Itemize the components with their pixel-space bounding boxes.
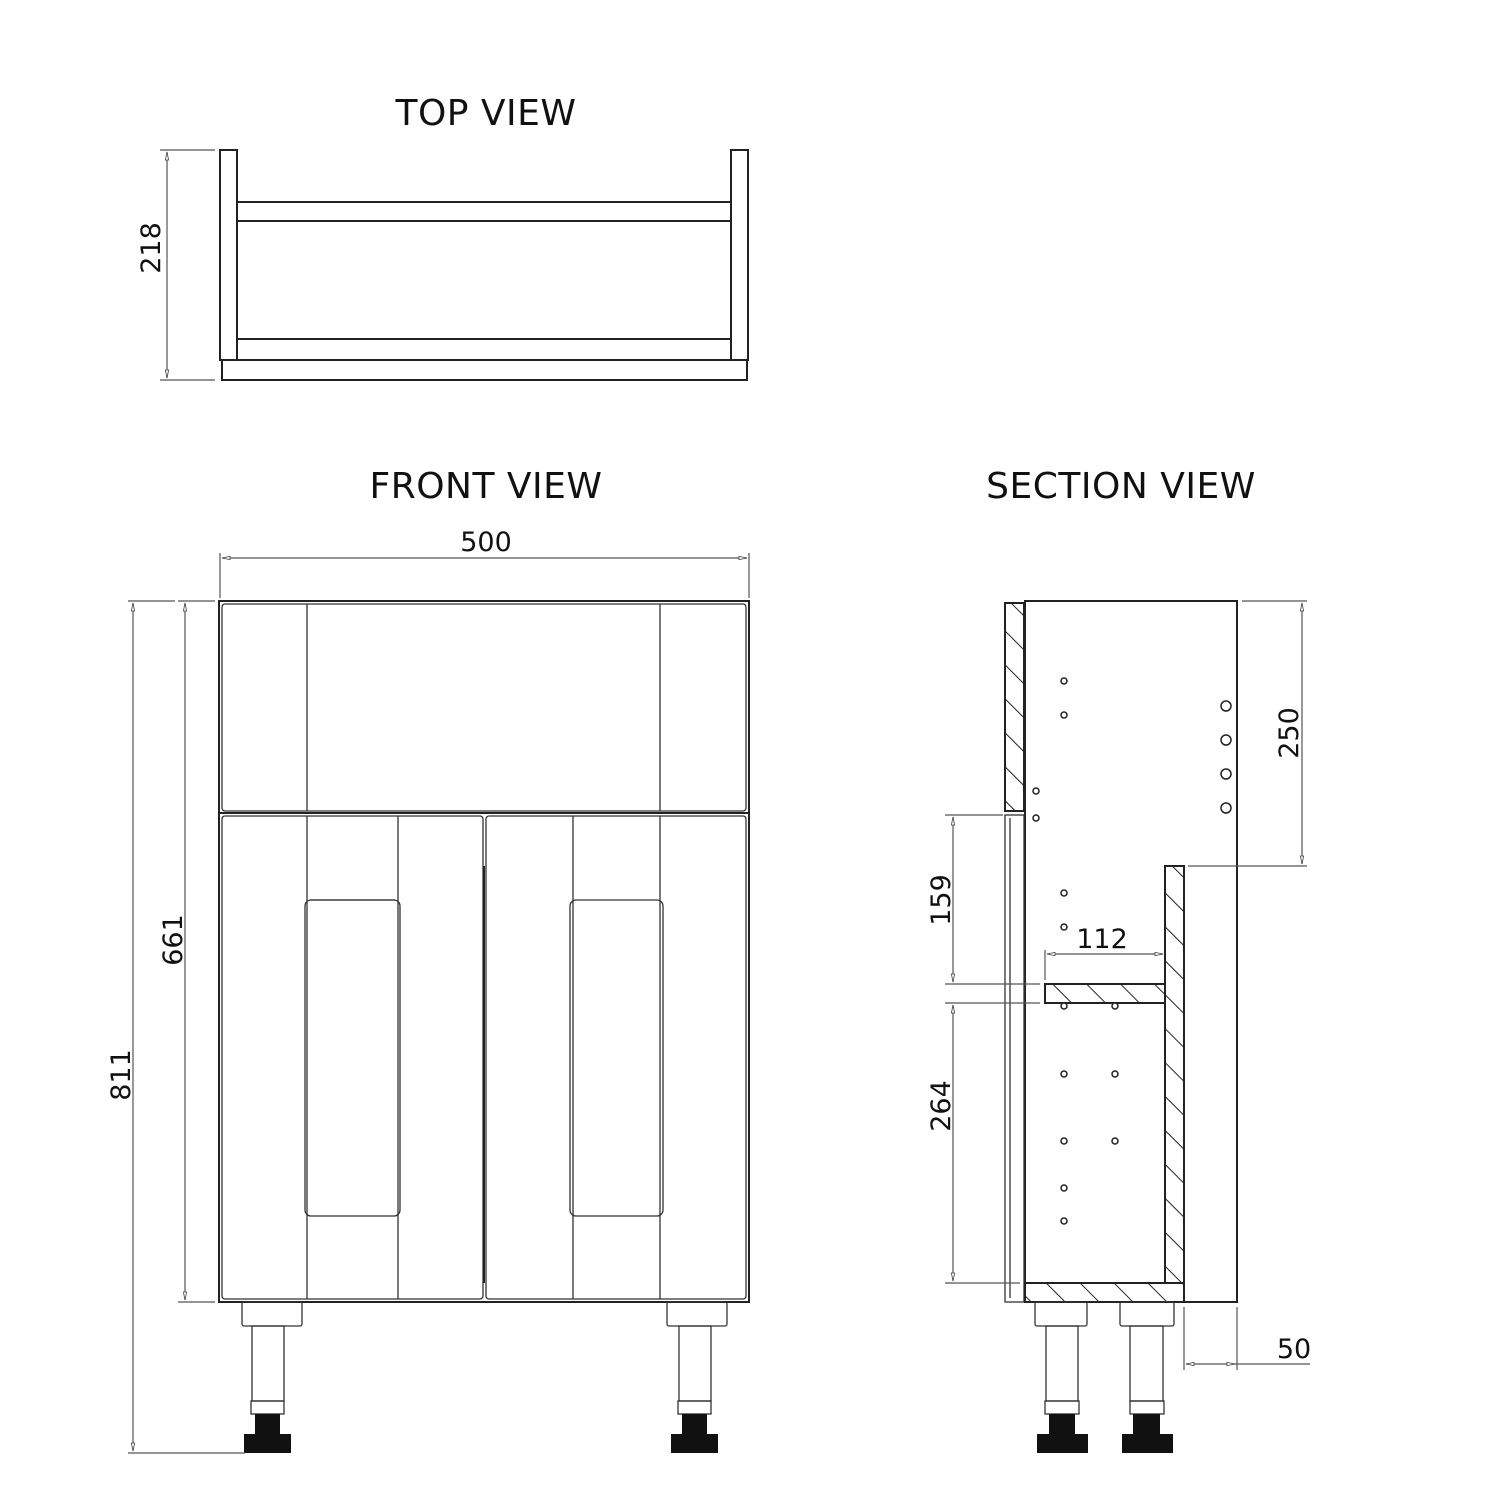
dim-264: 264 bbox=[926, 1002, 1040, 1284]
dim-661-label: 661 bbox=[158, 914, 189, 966]
front-view-title: FRONT VIEW bbox=[369, 466, 602, 507]
section-view-title: SECTION VIEW bbox=[986, 466, 1256, 507]
section-leg-back bbox=[1119, 1301, 1175, 1453]
dim-218-label: 218 bbox=[136, 222, 167, 274]
dim-264-label: 264 bbox=[926, 1080, 957, 1132]
dim-250: 250 bbox=[1188, 600, 1307, 867]
shelf-pin-holes bbox=[1032, 677, 1232, 1225]
dim-112: 112 bbox=[1044, 924, 1164, 980]
right-leg bbox=[666, 1301, 728, 1453]
dim-811-label: 811 bbox=[106, 1049, 137, 1101]
top-view-title: TOP VIEW bbox=[394, 93, 576, 134]
dim-50: 50 bbox=[1183, 1307, 1311, 1370]
dim-50-label: 50 bbox=[1277, 1334, 1311, 1365]
dim-159: 159 bbox=[926, 814, 1040, 985]
dim-218: 218 bbox=[136, 149, 215, 381]
section-leg-front bbox=[1034, 1301, 1088, 1453]
dim-159-label: 159 bbox=[926, 874, 957, 926]
dim-661: 661 bbox=[158, 600, 215, 1303]
dim-811: 811 bbox=[106, 600, 245, 1454]
top-view: TOP VIEW 218 bbox=[136, 93, 749, 381]
dim-250-label: 250 bbox=[1274, 707, 1305, 759]
dim-500-label: 500 bbox=[460, 527, 512, 558]
dim-500: 500 bbox=[219, 527, 750, 598]
dim-112-label: 112 bbox=[1076, 924, 1128, 955]
section-view: SECTION VIEW bbox=[926, 466, 1311, 1453]
front-view: FRONT VIEW 500 bbox=[106, 466, 750, 1454]
left-leg bbox=[241, 1301, 303, 1453]
